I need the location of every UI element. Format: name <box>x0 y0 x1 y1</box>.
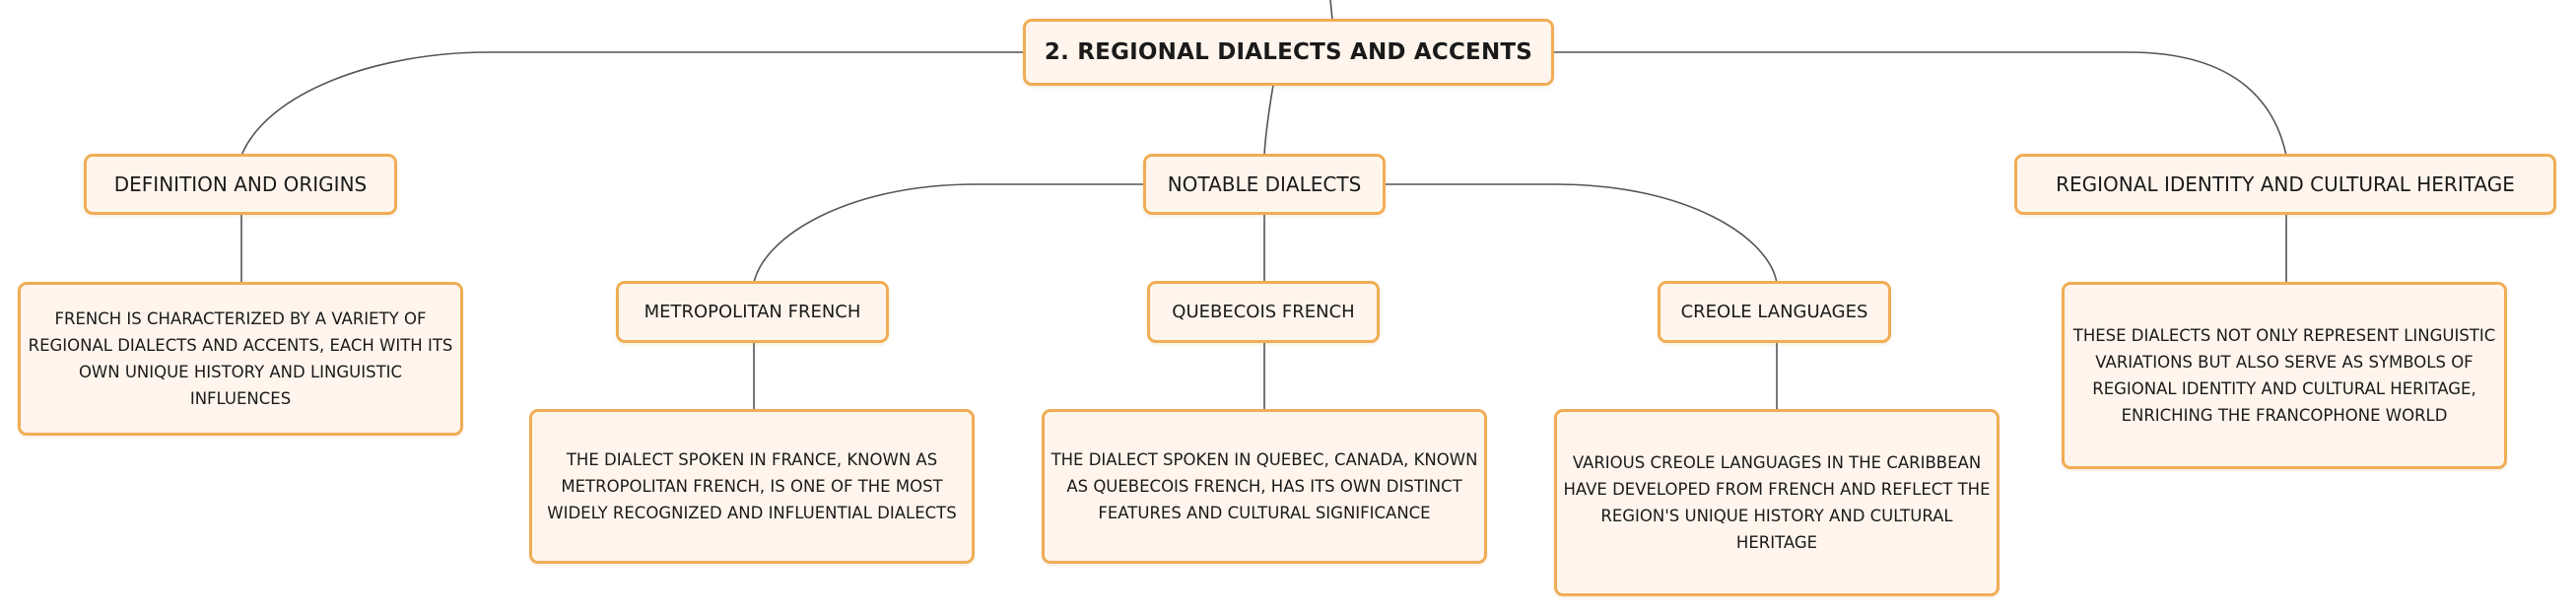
metropolitan-french-detail-node[interactable]: THE DIALECT SPOKEN IN FRANCE, KNOWN AS M… <box>529 409 975 564</box>
definition-origins-detail-node[interactable]: FRENCH IS CHARACTERIZED BY A VARIETY OF … <box>18 282 463 436</box>
connector-notable-to-creole <box>1385 183 1778 284</box>
connector-root-to-notable <box>1263 84 1274 157</box>
root-topic-node[interactable]: 2. REGIONAL DIALECTS AND ACCENTS <box>1023 19 1554 86</box>
quebecois-french-detail-text: THE DIALECT SPOKEN IN QUEBEC, CANADA, KN… <box>1051 450 1478 522</box>
connector-root-to-definition <box>240 51 1025 157</box>
creole-languages-label: CREOLE LANGUAGES <box>1680 302 1868 322</box>
notable-dialects-node[interactable]: NOTABLE DIALECTS <box>1143 154 1386 215</box>
regional-identity-node[interactable]: REGIONAL IDENTITY AND CULTURAL HERITAGE <box>2014 154 2556 215</box>
quebecois-french-node[interactable]: QUEBECOIS FRENCH <box>1147 281 1380 343</box>
creole-languages-detail-text: VARIOUS CREOLE LANGUAGES IN THE CARIBBEA… <box>1563 453 1991 552</box>
metropolitan-french-label: METROPOLITAN FRENCH <box>644 302 861 322</box>
quebecois-french-detail-node[interactable]: THE DIALECT SPOKEN IN QUEBEC, CANADA, KN… <box>1042 409 1487 564</box>
quebecois-french-label: QUEBECOIS FRENCH <box>1172 302 1355 322</box>
root-topic-label: 2. REGIONAL DIALECTS AND ACCENTS <box>1044 39 1533 65</box>
regional-identity-detail-node[interactable]: THESE DIALECTS NOT ONLY REPRESENT LINGUI… <box>2062 282 2507 469</box>
creole-languages-detail-node[interactable]: VARIOUS CREOLE LANGUAGES IN THE CARIBBEA… <box>1554 409 2000 596</box>
connector-from-parent <box>1329 0 1333 21</box>
definition-origins-node[interactable]: DEFINITION AND ORIGINS <box>84 154 397 215</box>
metropolitan-french-node[interactable]: METROPOLITAN FRENCH <box>616 281 889 343</box>
creole-languages-node[interactable]: CREOLE LANGUAGES <box>1658 281 1891 343</box>
notable-dialects-label: NOTABLE DIALECTS <box>1167 172 1362 196</box>
metropolitan-french-detail-text: THE DIALECT SPOKEN IN FRANCE, KNOWN AS M… <box>547 450 957 522</box>
regional-identity-detail-text: THESE DIALECTS NOT ONLY REPRESENT LINGUI… <box>2072 326 2496 425</box>
regional-identity-label: REGIONAL IDENTITY AND CULTURAL HERITAGE <box>2056 172 2515 196</box>
connector-notable-to-metropolitan <box>753 183 1145 284</box>
connector-root-to-identity <box>1552 51 2287 157</box>
definition-origins-label: DEFINITION AND ORIGINS <box>113 172 368 196</box>
definition-origins-detail-text: FRENCH IS CHARACTERIZED BY A VARIETY OF … <box>28 309 453 408</box>
